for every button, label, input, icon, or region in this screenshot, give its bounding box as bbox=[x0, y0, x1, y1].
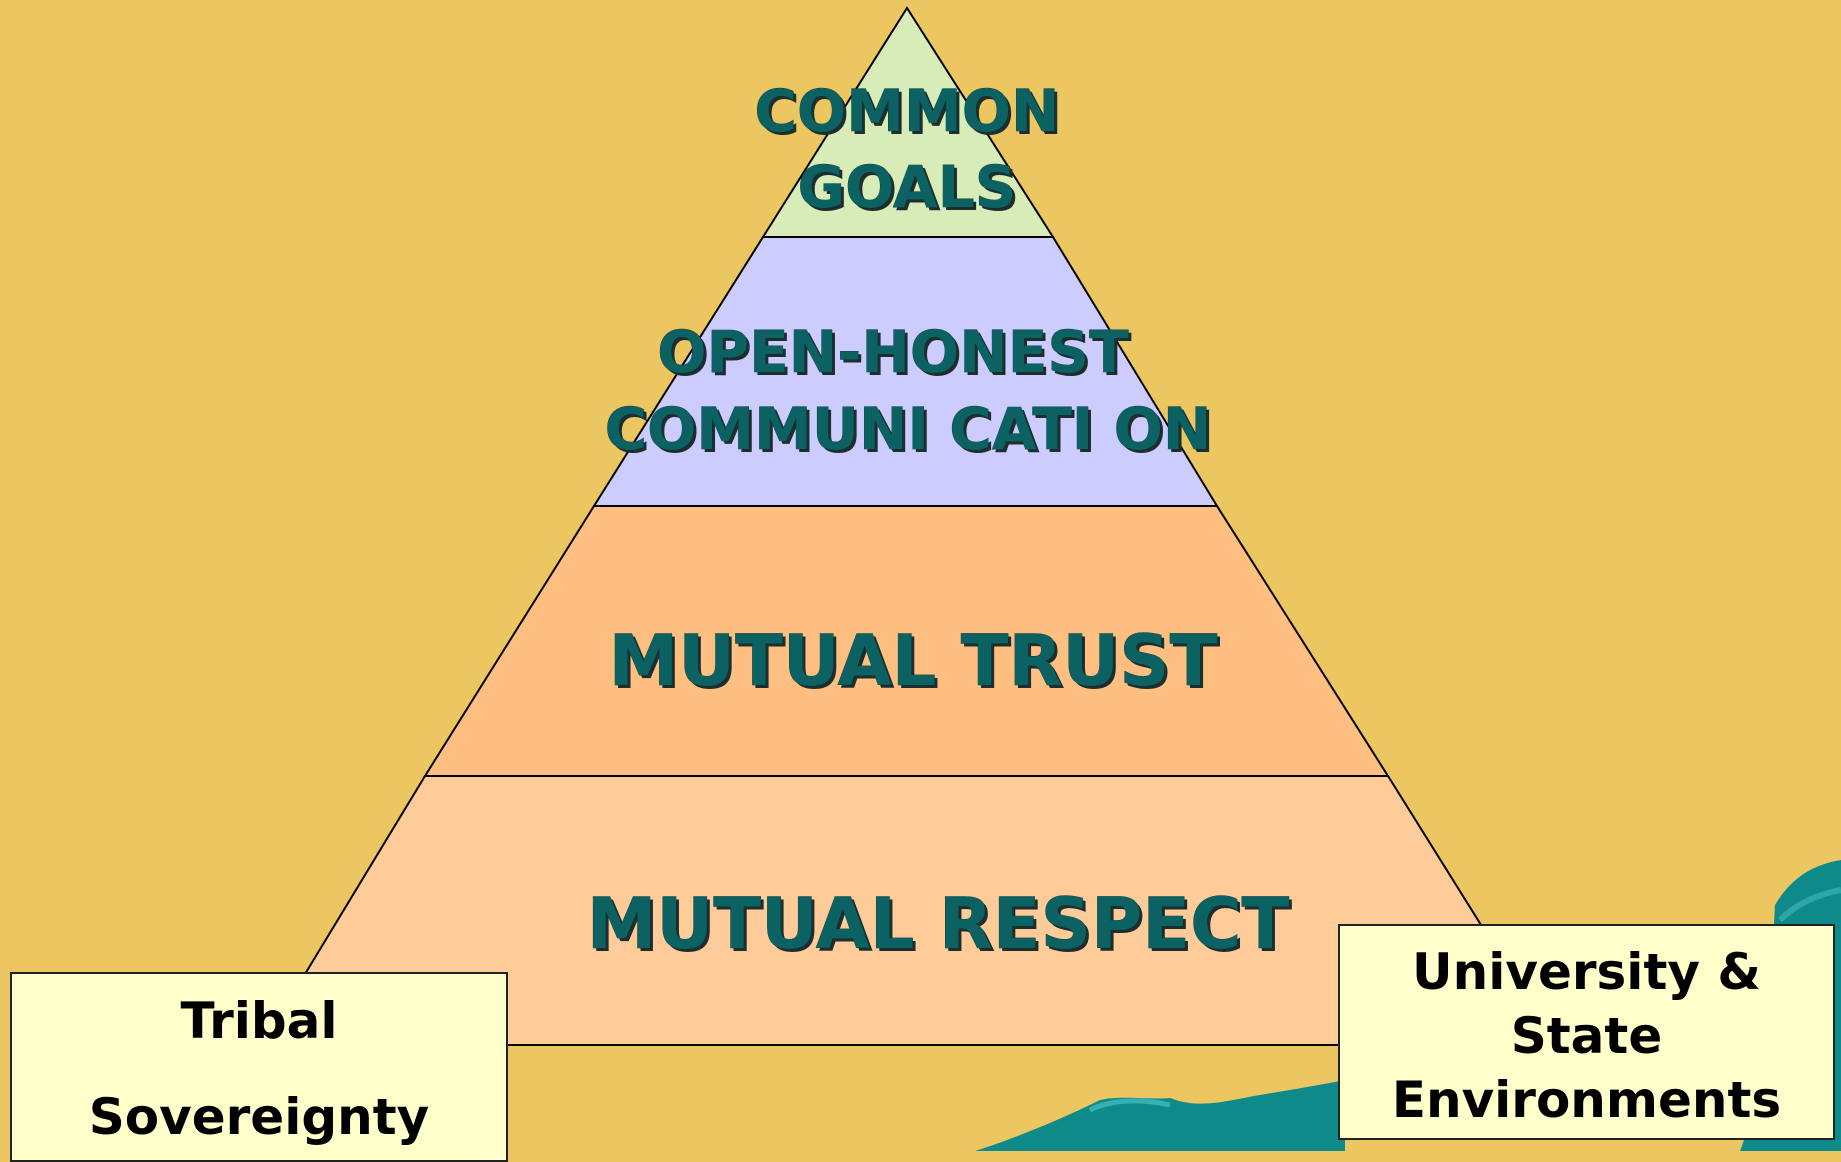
label-shadow: MUTUAL RESPECT bbox=[590, 886, 1293, 968]
layer-label-common: COMMON bbox=[754, 77, 1059, 145]
sovereignty-label: Sovereignty bbox=[88, 1088, 430, 1146]
tribal-sovereignty-box: Tribal Sovereignty bbox=[10, 972, 508, 1162]
university-state-box: University & State Environments bbox=[1338, 924, 1835, 1140]
state-label: State bbox=[1510, 1007, 1663, 1065]
label-shadow: OPEN-HONEST bbox=[660, 321, 1132, 389]
label-shadow: GOALS bbox=[801, 156, 1020, 224]
university-label: University & bbox=[1412, 943, 1761, 1001]
tribal-label: Tribal bbox=[180, 992, 338, 1050]
layer-label-mutual-respect: MUTUAL RESPECT bbox=[587, 883, 1290, 965]
layer-label-open-honest: OPEN-HONEST bbox=[657, 318, 1129, 386]
layer-label-communication: COMMUNI CATI ON bbox=[605, 395, 1212, 463]
label-shadow: COMMUNI CATI ON bbox=[608, 398, 1215, 466]
layer-label-goals: GOALS bbox=[798, 153, 1017, 221]
environments-label: Environments bbox=[1391, 1071, 1782, 1129]
label-shadow: COMMON bbox=[757, 80, 1062, 148]
label-shadow: MUTUAL TRUST bbox=[612, 623, 1221, 705]
layer-label-mutual-trust: MUTUAL TRUST bbox=[609, 620, 1218, 702]
